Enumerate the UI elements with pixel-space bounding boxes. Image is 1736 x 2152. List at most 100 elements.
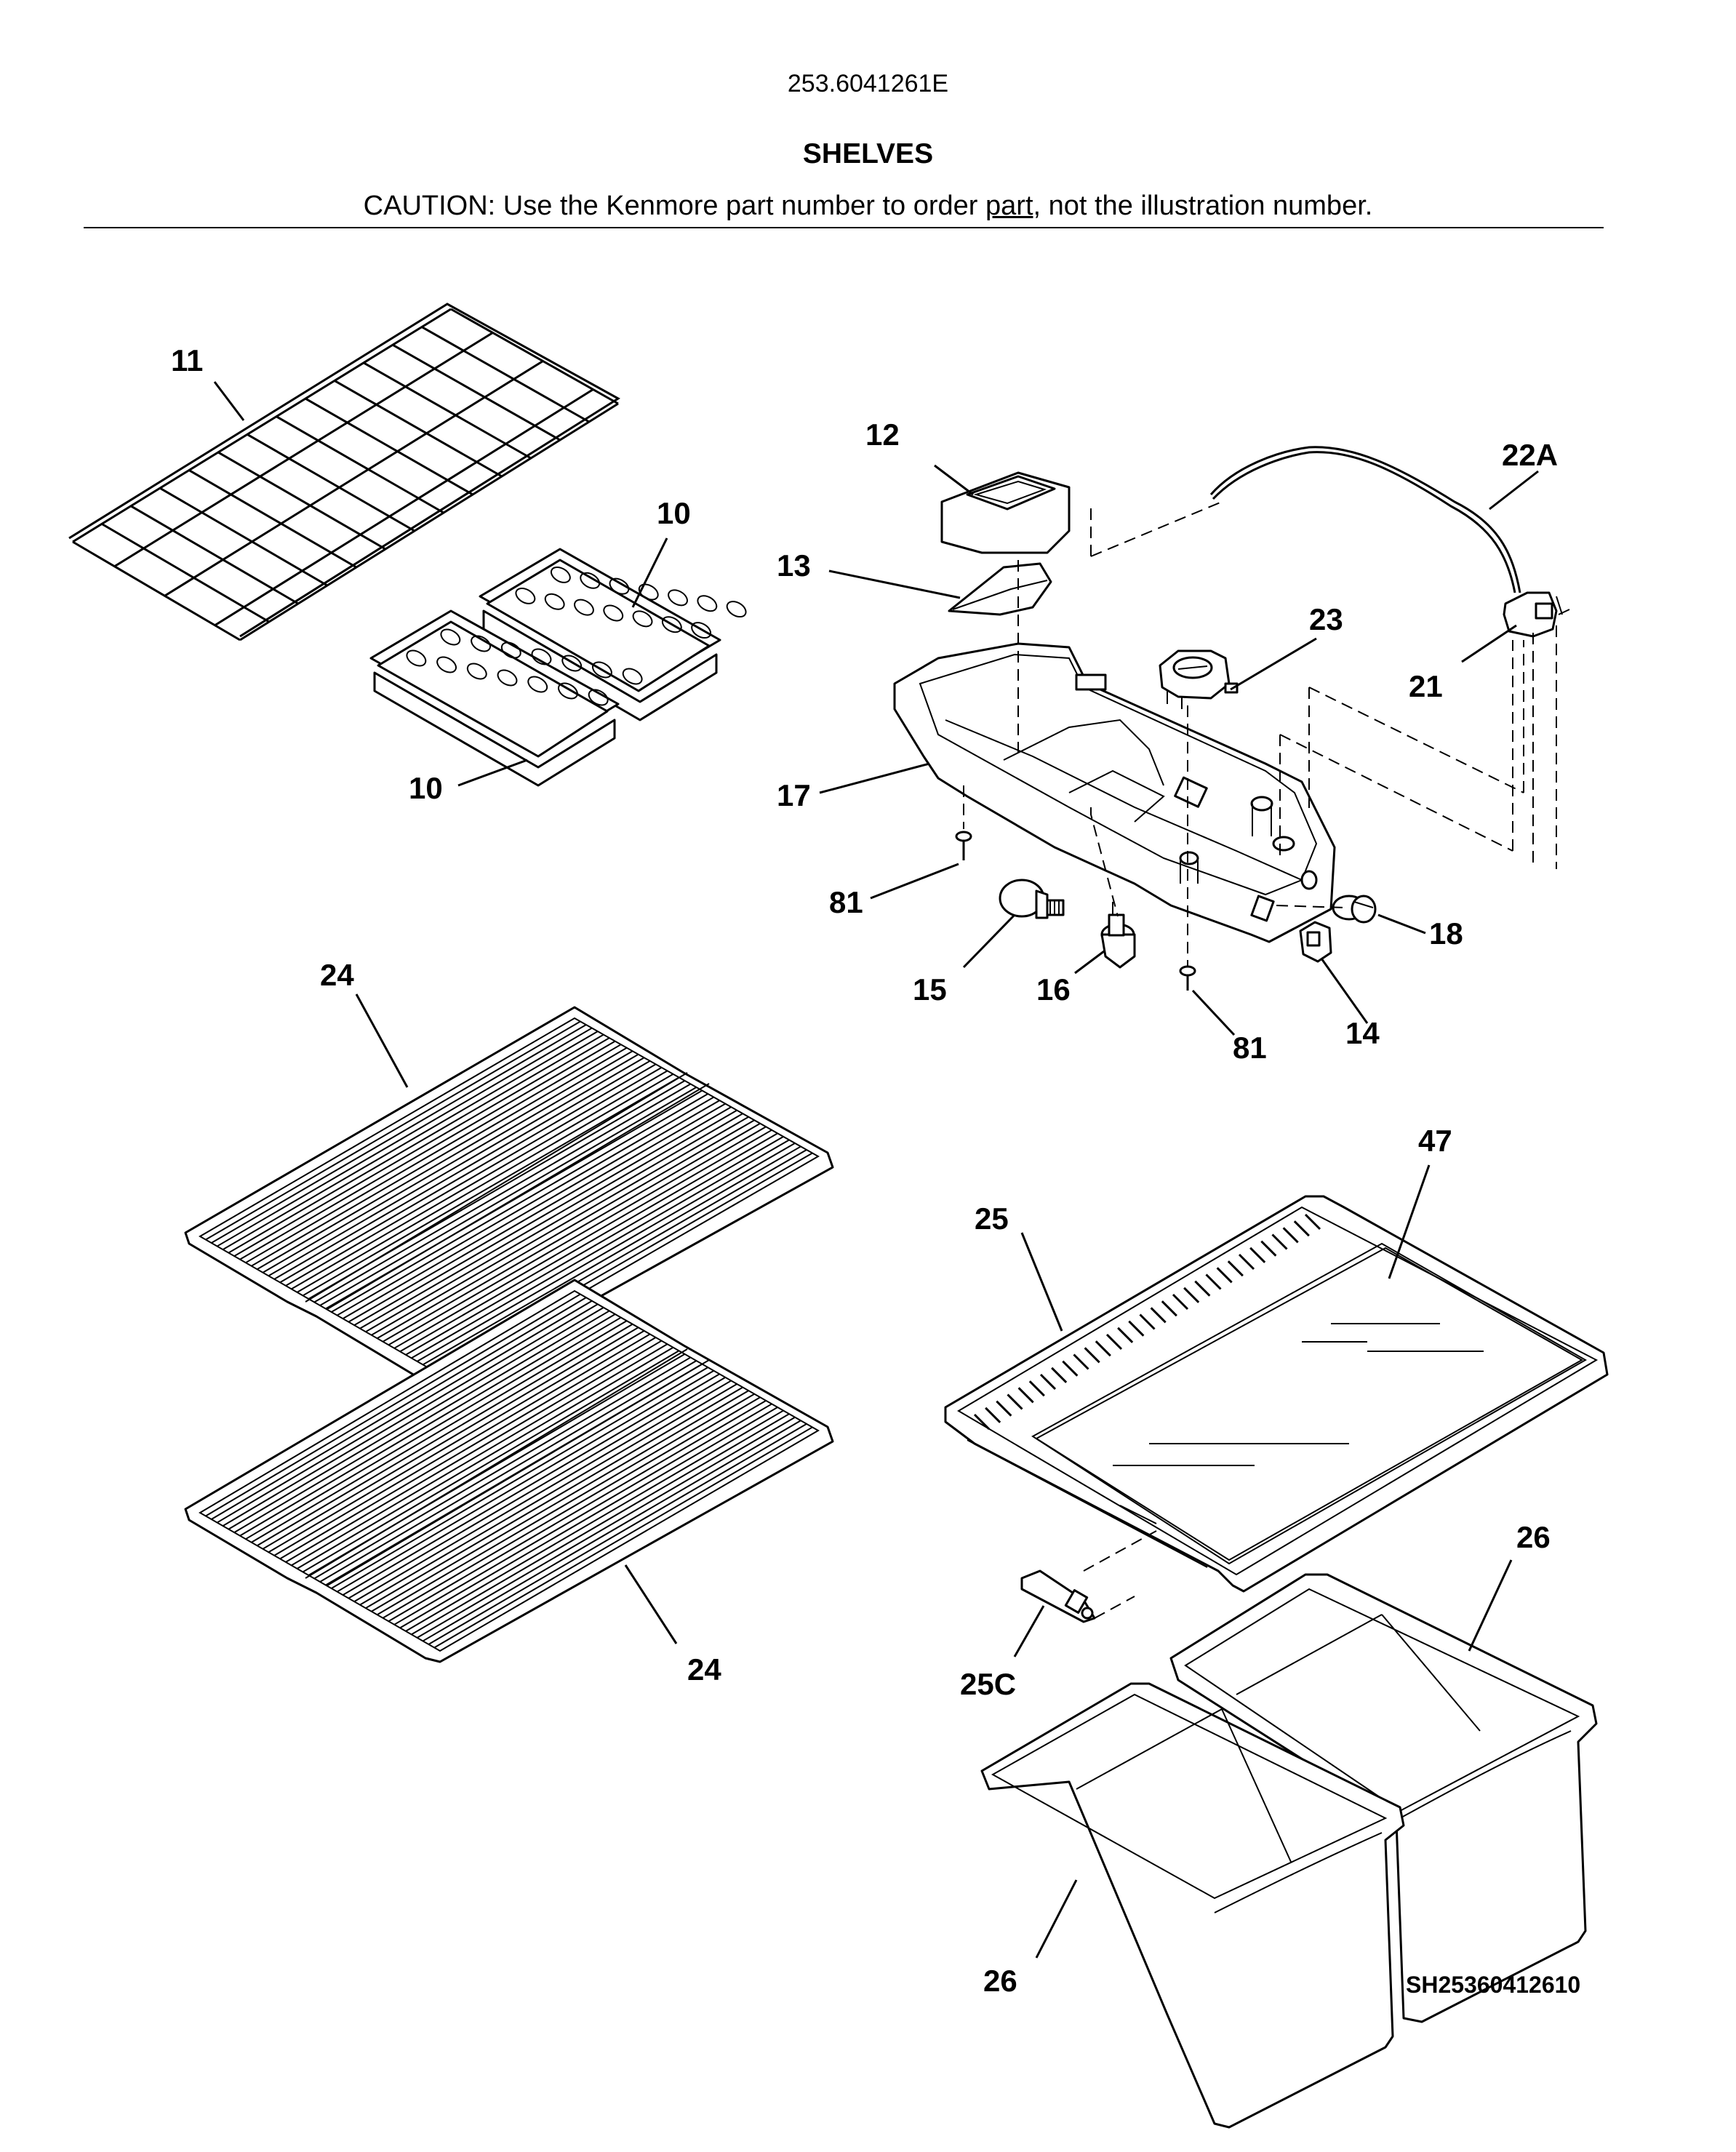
- shelf-rod: [262, 1053, 639, 1273]
- ice-cell: [668, 589, 688, 607]
- shelf-rod: [359, 1109, 737, 1329]
- callout-25c: 25C: [960, 1667, 1016, 1701]
- long-rod: [239, 402, 619, 641]
- shelf-rod: [313, 1356, 692, 1580]
- light-socket: [1100, 902, 1136, 969]
- vent-slot: [1039, 1373, 1057, 1391]
- defrost-timer: [1159, 649, 1239, 709]
- shelf-rod: [353, 1106, 732, 1327]
- vent-slot: [1073, 1353, 1089, 1370]
- ice-tray-cells: [515, 566, 747, 639]
- thermostat-knob: [1332, 895, 1377, 924]
- ice-cell: [497, 669, 518, 687]
- cross-rod: [276, 415, 444, 514]
- ice-cell: [515, 587, 536, 604]
- vent-slot: [1128, 1320, 1145, 1337]
- cross-rod: [421, 326, 590, 423]
- shelf-rod: [382, 1122, 761, 1343]
- shelf-rod: [268, 1329, 645, 1553]
- leader-lines: [213, 381, 1539, 1959]
- vent-slot: [1095, 1340, 1111, 1357]
- cross-rod: [247, 433, 415, 532]
- humidity-control: [1020, 1569, 1096, 1623]
- crisper-pan-front: [980, 1682, 1405, 2129]
- shelf-rod: [257, 1323, 633, 1547]
- cross-rod: [363, 361, 532, 460]
- vent-slot: [1084, 1347, 1100, 1364]
- shelf-rod: [239, 1313, 616, 1537]
- vent-slot: [1105, 1333, 1123, 1351]
- ice-cell: [726, 601, 747, 618]
- shelf-rod: [245, 1316, 622, 1540]
- caution-suffix: , not the illustration number.: [1033, 191, 1373, 221]
- shelf-rod: [377, 1393, 755, 1616]
- ice-cell: [591, 661, 612, 679]
- caution-link-text: part: [985, 191, 1033, 221]
- shelf-rod: [233, 1310, 610, 1534]
- shelf-rod: [417, 1143, 796, 1362]
- callout-10-upper: 10: [657, 496, 691, 530]
- cross-rod: [101, 523, 270, 623]
- shelf-rod: [353, 1380, 732, 1603]
- vent-slot: [1161, 1300, 1177, 1317]
- vent-slot: [996, 1400, 1012, 1417]
- long-rod: [164, 360, 544, 597]
- freezer-wire-shelf: [68, 303, 620, 641]
- shelf-rod: [268, 1057, 645, 1277]
- callout-10-lower: 10: [409, 771, 443, 805]
- shelf-rod: [273, 1060, 651, 1280]
- vent-slot: [1051, 1367, 1068, 1383]
- door-switch: [1503, 591, 1570, 638]
- ice-cell: [436, 656, 457, 673]
- shelf-rod: [313, 1083, 692, 1303]
- light-bulb: [999, 879, 1065, 919]
- shelf-rod: [325, 1363, 703, 1586]
- shelf-rod: [251, 1320, 628, 1543]
- screw-lower: [1179, 965, 1196, 991]
- assembly-guide-lines: [963, 501, 1557, 967]
- shelf-rod: [393, 1403, 772, 1625]
- caution-note: CAUTION: Use the Kenmore part number to …: [0, 191, 1736, 222]
- shelf-rod: [291, 1343, 668, 1567]
- vent-slot: [1216, 1267, 1233, 1284]
- shelf-rod: [388, 1399, 767, 1623]
- cross-rod: [392, 343, 561, 441]
- shelf-rod: [228, 1033, 604, 1254]
- ice-cell: [466, 663, 487, 680]
- header-divider: [84, 227, 1604, 228]
- crisper-glass-insert: [1035, 1247, 1584, 1561]
- ice-cell: [574, 599, 594, 616]
- shelf-rod: [245, 1044, 622, 1264]
- cross-rod: [450, 308, 619, 405]
- ice-cell: [632, 610, 653, 628]
- shelf-rod: [251, 1047, 628, 1267]
- shelf-rod: [411, 1413, 790, 1636]
- vent-slot: [1304, 1213, 1321, 1231]
- vent-slot: [1238, 1253, 1255, 1271]
- cross-rod: [188, 469, 357, 569]
- shelf-rod: [422, 1145, 801, 1366]
- vent-slot: [1007, 1393, 1023, 1410]
- shelf-rod: [205, 1293, 581, 1517]
- callout-14: 14: [1345, 1016, 1380, 1050]
- shelf-rod: [325, 1089, 703, 1310]
- vent-slot: [1293, 1220, 1310, 1237]
- shelf-rod: [428, 1423, 807, 1645]
- shelf-rod: [399, 1132, 778, 1353]
- callout-22a: 22A: [1502, 438, 1558, 472]
- shelf-rod: [217, 1300, 593, 1524]
- shelf-rod: [205, 1020, 581, 1241]
- ice-cell: [531, 648, 552, 665]
- ice-cell: [557, 682, 578, 700]
- shelf-rod: [297, 1073, 674, 1293]
- wire-shelf-upper: [184, 1006, 834, 1387]
- shelf-rod: [302, 1076, 680, 1297]
- vent-slot: [1260, 1240, 1277, 1257]
- callout-12: 12: [865, 417, 900, 452]
- shelf-rod: [405, 1409, 784, 1632]
- ice-cell: [661, 616, 682, 633]
- shelf-rod: [262, 1327, 639, 1550]
- cross-rod: [334, 380, 503, 478]
- shelf-rod: [302, 1350, 680, 1573]
- long-rod: [72, 308, 452, 543]
